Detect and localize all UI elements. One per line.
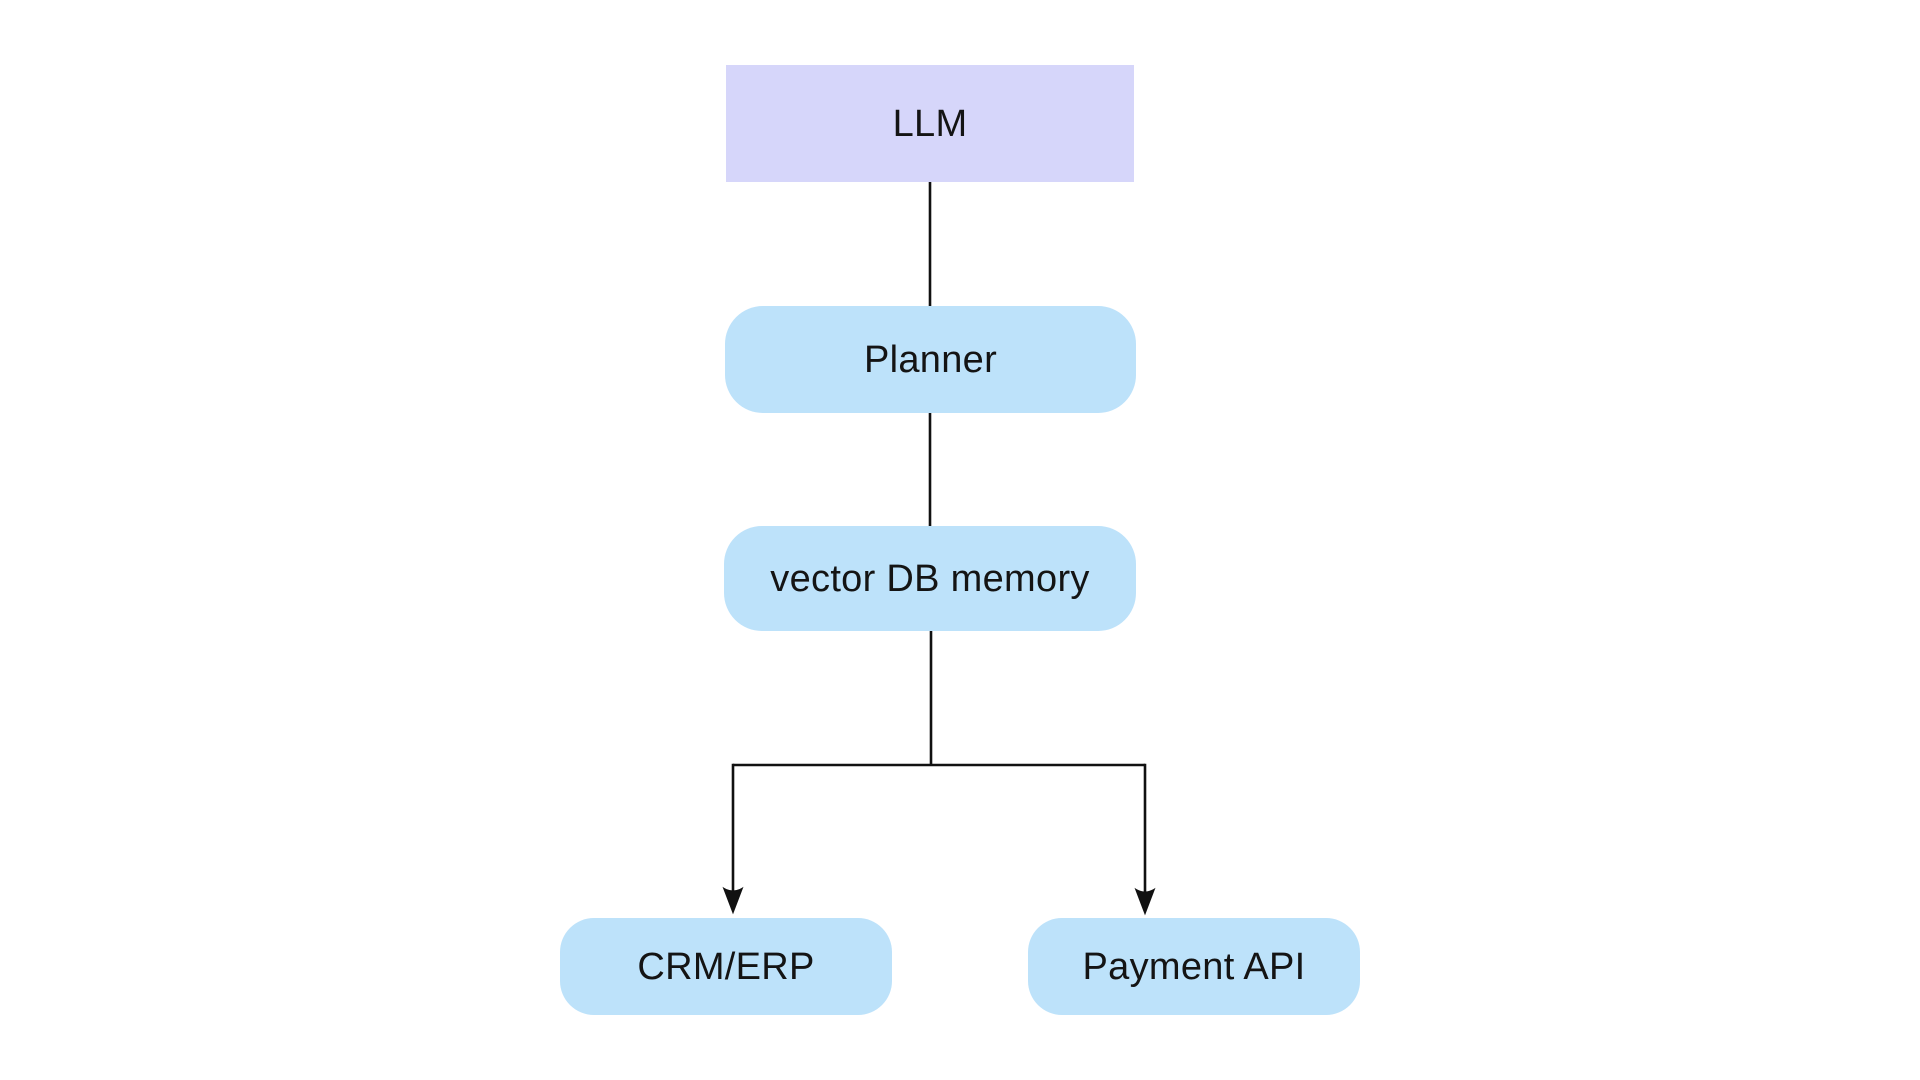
node-crm-erp-label: CRM/ERP (637, 945, 815, 988)
node-crm-erp: CRM/ERP (560, 918, 892, 1015)
node-llm-label: LLM (892, 102, 968, 145)
node-vector-db-memory-label: vector DB memory (770, 557, 1090, 600)
node-planner-label: Planner (863, 338, 998, 381)
arrowhead-payment-api (1134, 887, 1156, 916)
node-vector-db-memory: vector DB memory (724, 526, 1136, 631)
arrowhead-crm-erp (722, 886, 744, 915)
node-payment-api: Payment API (1028, 918, 1360, 1015)
node-payment-api-label: Payment API (1082, 945, 1306, 988)
node-planner: Planner (725, 306, 1136, 413)
node-llm: LLM (726, 65, 1134, 182)
